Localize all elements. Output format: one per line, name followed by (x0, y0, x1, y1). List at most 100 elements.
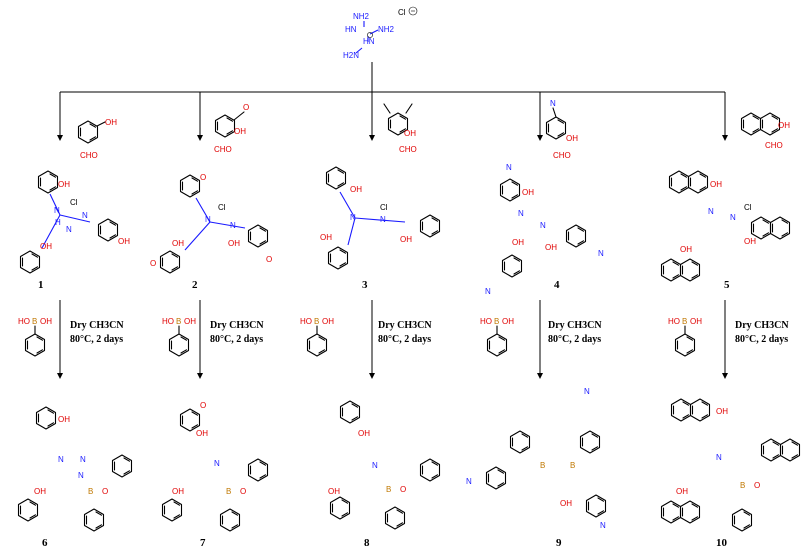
svg-text:OH: OH (172, 239, 184, 248)
svg-text:OH: OH (228, 239, 240, 248)
svg-text:OH: OH (522, 188, 534, 197)
svg-text:N: N (466, 477, 472, 486)
svg-text:Cl: Cl (398, 8, 406, 17)
svg-text:O: O (400, 485, 406, 494)
svg-text:HO: HO (18, 317, 30, 326)
svg-text:B: B (314, 317, 319, 326)
svg-text:B: B (88, 487, 93, 496)
svg-text:HO: HO (668, 317, 680, 326)
svg-text:B: B (570, 461, 575, 470)
aldehyde-diethylamino: N OH CHO (545, 99, 578, 160)
svg-text:OH: OH (512, 238, 524, 247)
svg-text:OH: OH (184, 317, 196, 326)
svg-text:OH: OH (58, 415, 70, 424)
svg-text:N: N (380, 215, 386, 224)
triaminoguanidinium-chloride: NH2 HN NH2 HN H2N Cl (343, 6, 418, 60)
svg-text:OH: OH (676, 487, 688, 496)
product-6: OH N N N B O OH 6 (17, 406, 133, 549)
svg-text:O: O (240, 487, 246, 496)
svg-text:CHO: CHO (399, 145, 417, 154)
svg-text:N: N (58, 455, 64, 464)
svg-text:CHO: CHO (765, 141, 783, 150)
svg-text:OH: OH (118, 237, 130, 246)
intermediate-4: N N N N N OH OH OH 4 (485, 163, 604, 296)
aldehyde-salicylaldehyde: OH CHO (77, 118, 117, 160)
svg-text:OH: OH (566, 134, 578, 143)
svg-text:OH: OH (328, 487, 340, 496)
intermediate-1: NH NN OH OH OH Cl 1 (19, 170, 130, 291)
svg-text:7: 7 (200, 537, 206, 549)
svg-text:OH: OH (105, 118, 117, 127)
svg-text:N: N (350, 213, 356, 222)
svg-text:N: N (518, 209, 524, 218)
product-8: OH N B O OH 8 (328, 400, 441, 549)
intermediate-5: N N OH OH OH Cl 5 (662, 171, 790, 291)
aldehyde-di-tert-butyl: OH CHO (383, 103, 417, 154)
svg-text:HN: HN (345, 25, 357, 34)
svg-text:N: N (78, 471, 84, 480)
svg-text:2: 2 (192, 279, 198, 291)
svg-text:B: B (226, 487, 231, 496)
svg-text:CHO: CHO (214, 145, 232, 154)
svg-text:OH: OH (560, 499, 572, 508)
product-10: OH N B O OH 10 (662, 399, 800, 549)
svg-text:OH: OH (40, 242, 52, 251)
svg-text:OH: OH (690, 317, 702, 326)
svg-text:OH: OH (196, 429, 208, 438)
svg-text:N: N (82, 211, 88, 220)
svg-text:N: N (54, 206, 60, 215)
svg-text:80°C, 2 days: 80°C, 2 days (378, 334, 431, 345)
svg-text:H: H (55, 218, 61, 227)
svg-text:B: B (740, 481, 745, 490)
product-7: O OH N B O OH 7 (161, 401, 269, 549)
aldehyde-methoxy: O OH CHO (214, 103, 249, 154)
reaction-conditions-5: Dry CH3CN 80°C, 2 days (735, 320, 789, 345)
svg-text:O: O (200, 401, 206, 410)
svg-text:OH: OH (358, 429, 370, 438)
svg-text:O: O (200, 173, 206, 182)
svg-text:80°C, 2 days: 80°C, 2 days (735, 334, 788, 345)
svg-text:B: B (494, 317, 499, 326)
product-9: N N N B B OH 9 (466, 387, 607, 549)
svg-text:Dry CH3CN: Dry CH3CN (735, 320, 789, 331)
svg-text:N: N (214, 459, 220, 468)
svg-text:OH: OH (716, 407, 728, 416)
svg-text:OH: OH (322, 317, 334, 326)
svg-text:O: O (150, 259, 156, 268)
svg-text:OH: OH (34, 487, 46, 496)
svg-text:OH: OH (58, 180, 70, 189)
svg-text:5: 5 (724, 279, 730, 291)
svg-text:Cl: Cl (744, 203, 752, 212)
svg-text:10: 10 (716, 537, 728, 549)
svg-text:N: N (716, 453, 722, 462)
svg-text:Dry CH3CN: Dry CH3CN (210, 320, 264, 331)
svg-text:OH: OH (680, 245, 692, 254)
svg-text:HO: HO (480, 317, 492, 326)
svg-text:N: N (485, 287, 491, 296)
svg-text:N: N (372, 461, 378, 470)
svg-text:O: O (266, 255, 272, 264)
svg-text:Cl: Cl (70, 198, 78, 207)
svg-text:4: 4 (554, 279, 560, 291)
intermediate-2: N N O OH OH O O Cl 2 (150, 173, 272, 291)
svg-text:80°C, 2 days: 80°C, 2 days (70, 334, 123, 345)
svg-text:N: N (550, 99, 556, 108)
svg-text:OH: OH (710, 180, 722, 189)
minus-charge-icon (408, 6, 418, 16)
svg-text:Cl: Cl (218, 203, 226, 212)
svg-text:6: 6 (42, 537, 48, 549)
intermediate-3: N N OH OH OH Cl 3 (320, 166, 441, 291)
svg-text:NH2: NH2 (378, 25, 395, 34)
svg-text:3: 3 (362, 279, 368, 291)
svg-text:HO: HO (162, 317, 174, 326)
svg-text:1: 1 (38, 279, 44, 291)
svg-text:B: B (32, 317, 37, 326)
svg-text:N: N (584, 387, 590, 396)
